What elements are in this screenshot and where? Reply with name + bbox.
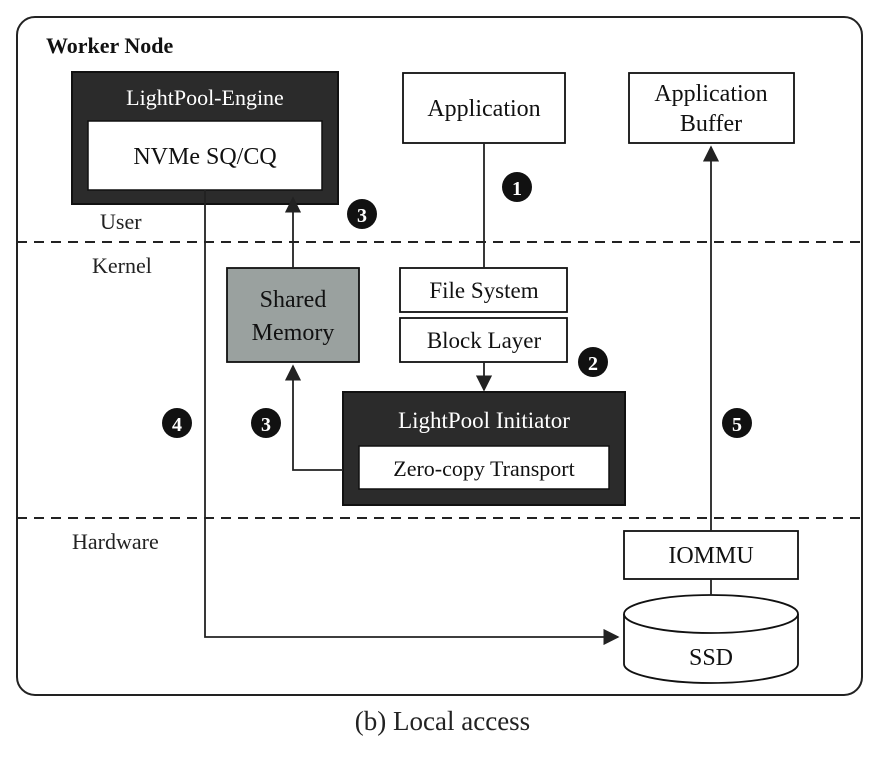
- layer-label-kernel: Kernel: [92, 253, 152, 278]
- svg-text:1: 1: [512, 178, 522, 200]
- step-badge-4: 4: [162, 408, 192, 438]
- shared-memory-box: [226, 267, 360, 363]
- step-badge-1: 1: [502, 172, 532, 202]
- lightpool-engine-label: LightPool-Engine: [126, 85, 284, 110]
- zero-copy-transport-label: Zero-copy Transport: [393, 456, 574, 481]
- engine-to-ssd-arrow: [204, 190, 620, 646]
- svg-text:4: 4: [172, 414, 182, 436]
- application-buffer-label-line2: Buffer: [680, 111, 742, 137]
- svg-text:2: 2: [588, 353, 598, 375]
- application-buffer-box: [628, 72, 795, 144]
- shared-memory-label-line2: Memory: [252, 320, 335, 346]
- block-layer-label: Block Layer: [427, 328, 542, 353]
- application-buffer-label-line1: Application: [654, 81, 767, 107]
- zero-copy-transport-box: [358, 445, 610, 490]
- step-badge-3-upper: 3: [347, 199, 377, 229]
- nvme-sq-cq-box: [87, 120, 323, 191]
- file-system-box: [399, 267, 568, 313]
- layer-label-hardware: Hardware: [72, 529, 159, 554]
- iommu-label: IOMMU: [668, 543, 753, 569]
- step-badge-3-lower: 3: [251, 408, 281, 438]
- svg-text:5: 5: [732, 414, 742, 436]
- svg-text:3: 3: [261, 414, 271, 436]
- application-box: [402, 72, 566, 144]
- ssd-cylinder: SSD: [623, 594, 799, 684]
- step-badge-2: 2: [578, 347, 608, 377]
- file-system-label: File System: [429, 278, 538, 303]
- layer-label-user: User: [100, 209, 142, 234]
- shared-memory-label-line1: Shared: [260, 287, 327, 313]
- iommu-box: [623, 530, 799, 580]
- transport-to-sharedmemory-arrow: [284, 364, 343, 471]
- worker-node-title: Worker Node: [46, 33, 174, 58]
- step-badge-5: 5: [722, 408, 752, 438]
- svg-text:3: 3: [357, 205, 367, 227]
- ssd-label: SSD: [689, 645, 733, 671]
- figure-caption: (b) Local access: [354, 706, 531, 736]
- nvme-sq-cq-label: NVMe SQ/CQ: [133, 144, 276, 170]
- application-label: Application: [427, 96, 540, 122]
- lightpool-initiator-label: LightPool Initiator: [398, 408, 570, 433]
